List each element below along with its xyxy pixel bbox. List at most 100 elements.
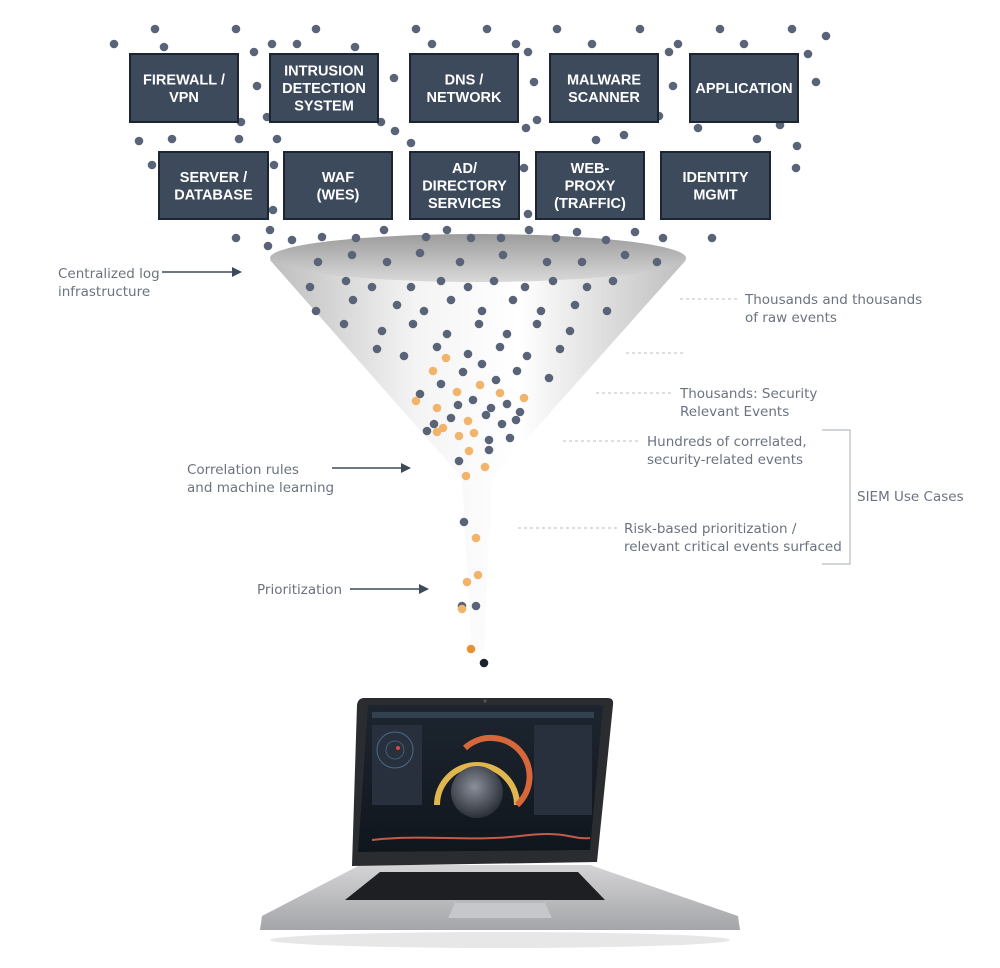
event-dot xyxy=(520,282,530,292)
event-dot xyxy=(587,39,597,49)
event-dot xyxy=(429,419,439,429)
event-dot xyxy=(453,400,463,410)
highlight-dot xyxy=(441,353,451,363)
event-dot xyxy=(292,39,302,49)
source-box-bg xyxy=(660,151,771,220)
event-dot xyxy=(109,39,119,49)
event-dots xyxy=(109,24,831,668)
event-dot xyxy=(495,342,505,352)
event-dot xyxy=(715,24,725,34)
event-dot xyxy=(377,326,387,336)
event-dot xyxy=(497,419,507,429)
event-dot xyxy=(347,250,357,260)
event-dot xyxy=(458,367,468,377)
dashboard-panel-left xyxy=(372,725,422,805)
event-dot xyxy=(436,276,446,286)
laptop-camera xyxy=(483,699,487,703)
event-dot xyxy=(792,141,802,151)
event-dot xyxy=(392,300,402,310)
event-dot xyxy=(268,205,278,215)
highlight-dot xyxy=(432,403,442,413)
event-dot xyxy=(463,349,473,359)
event-dot xyxy=(635,24,645,34)
event-dot xyxy=(454,456,464,466)
event-dot xyxy=(147,160,157,170)
event-dot xyxy=(463,282,473,292)
gauge-arc-red xyxy=(462,734,533,808)
event-dot xyxy=(512,366,522,376)
event-dot xyxy=(511,39,521,49)
event-dot xyxy=(570,300,580,310)
event-dot xyxy=(150,24,160,34)
event-dot xyxy=(482,24,492,34)
event-dot xyxy=(787,24,797,34)
event-dot xyxy=(436,379,446,389)
event-dot xyxy=(249,47,259,57)
event-dot xyxy=(486,403,496,413)
event-dot xyxy=(532,115,542,125)
event-dot xyxy=(519,163,529,173)
event-dot xyxy=(508,295,518,305)
highlight-dot xyxy=(463,416,473,426)
highlight-dot xyxy=(475,380,485,390)
source-box-waf: WAF(WES) xyxy=(283,151,393,220)
highlight-dot xyxy=(464,446,474,456)
centralized-arrow-head xyxy=(232,267,242,277)
highlight-dot xyxy=(473,570,483,580)
event-dot xyxy=(468,395,478,405)
highlight-dot xyxy=(432,427,442,437)
source-box-label: WEB-PROXY(TRAFFIC) xyxy=(554,161,626,212)
event-dot xyxy=(484,445,494,455)
highlight-dot xyxy=(454,431,464,441)
source-box-label: APPLICATION xyxy=(695,81,792,97)
gauge-arc xyxy=(434,762,520,806)
event-dot xyxy=(532,319,542,329)
event-dot xyxy=(489,276,499,286)
source-box-webproxy: WEB-PROXY(TRAFFIC) xyxy=(535,151,645,220)
source-box-server: SERVER /DATABASE xyxy=(158,151,269,220)
event-dot xyxy=(382,257,392,267)
globe-widget xyxy=(451,766,503,818)
event-dot xyxy=(379,225,389,235)
dashboard-header-bar xyxy=(372,712,594,718)
event-dot xyxy=(673,39,683,49)
event-dot xyxy=(523,47,533,57)
event-dot xyxy=(287,235,297,245)
highlight-dot xyxy=(428,366,438,376)
highlight-dot xyxy=(452,387,462,397)
event-dot xyxy=(591,135,601,145)
event-dot xyxy=(552,24,562,34)
event-dot xyxy=(422,426,432,436)
event-dot xyxy=(505,433,515,443)
event-dot xyxy=(739,39,749,49)
event-dot xyxy=(572,227,582,237)
event-dot xyxy=(658,233,668,243)
event-dot xyxy=(630,227,640,237)
source-box-bg xyxy=(129,53,239,123)
event-dot xyxy=(484,435,494,445)
event-dot xyxy=(313,257,323,267)
event-dot xyxy=(390,126,400,136)
source-box-bg xyxy=(409,53,519,123)
event-dot xyxy=(522,351,532,361)
event-dot xyxy=(511,415,521,425)
prioritization-arrow-head xyxy=(419,584,429,594)
event-dot xyxy=(419,306,429,316)
event-dot xyxy=(544,373,554,383)
highlight-dot xyxy=(519,393,529,403)
event-dot xyxy=(536,306,546,316)
event-dot xyxy=(317,232,327,242)
event-dot xyxy=(415,389,425,399)
highlight-dot xyxy=(457,604,467,614)
event-dot xyxy=(372,344,382,354)
